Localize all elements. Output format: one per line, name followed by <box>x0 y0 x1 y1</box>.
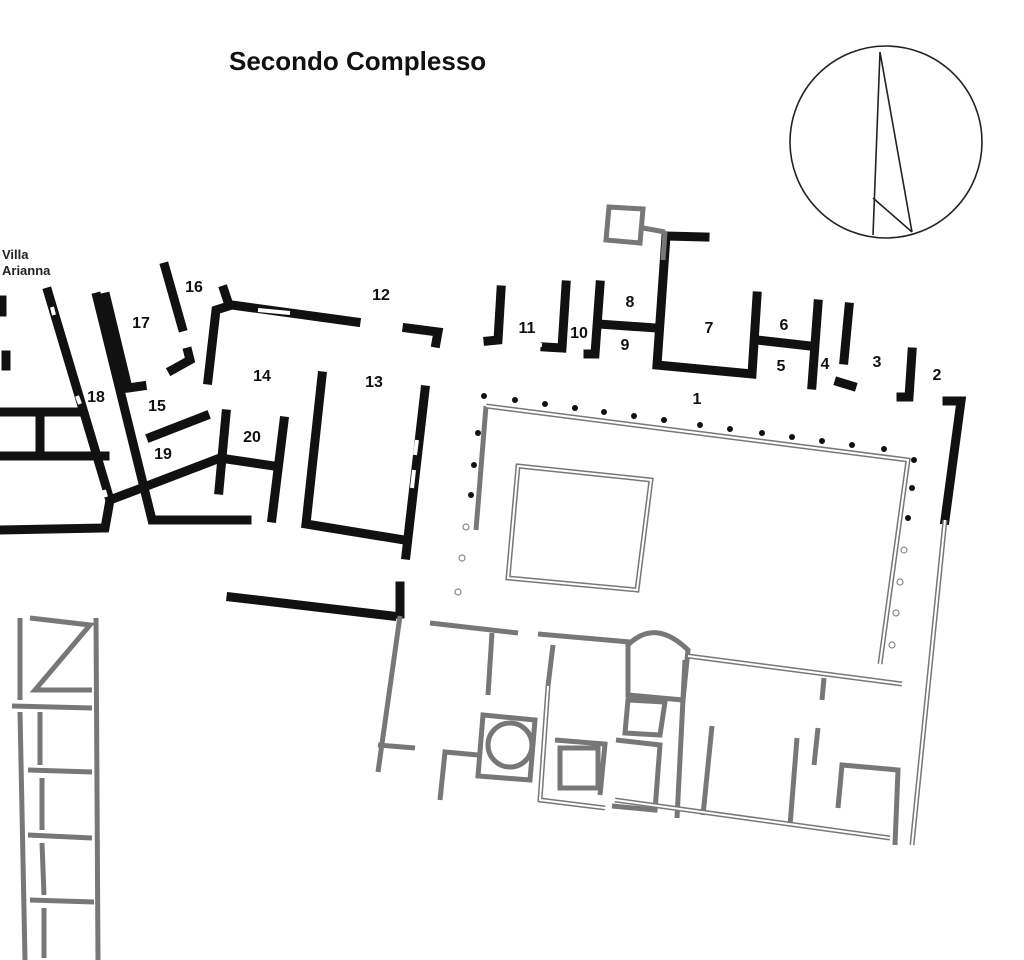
room-label: 3 <box>872 354 882 371</box>
room-label: 16 <box>185 279 203 296</box>
room-label: 4 <box>820 356 830 373</box>
peristyle-columns <box>454 393 917 649</box>
outline-walls <box>375 204 948 846</box>
room-label: 14 <box>253 368 271 385</box>
room-label: 6 <box>779 317 789 334</box>
room-label: 12 <box>372 287 390 304</box>
room-label: 9 <box>620 337 630 354</box>
plan-title: Secondo Complesso <box>229 46 487 76</box>
excavated-walls <box>0 231 967 621</box>
room-label: 17 <box>132 315 150 332</box>
room-label: 5 <box>776 358 786 375</box>
wall-openings <box>50 306 543 498</box>
compass-north-icon <box>789 45 983 239</box>
room-label: 11 <box>518 320 536 337</box>
room-label: 7 <box>704 320 714 337</box>
room-label: 10 <box>570 325 588 342</box>
room-label: 15 <box>148 398 166 415</box>
room-label: 19 <box>154 446 172 463</box>
room-label: 8 <box>625 294 635 311</box>
room-label: 20 <box>243 429 261 446</box>
room-label: 2 <box>932 367 942 384</box>
villa-arianna-label: Villa Arianna <box>2 247 51 278</box>
room-label: 18 <box>87 389 105 406</box>
villa-arianna-structure <box>11 615 101 960</box>
room-label: 13 <box>365 374 383 391</box>
room-label: 1 <box>692 391 702 408</box>
